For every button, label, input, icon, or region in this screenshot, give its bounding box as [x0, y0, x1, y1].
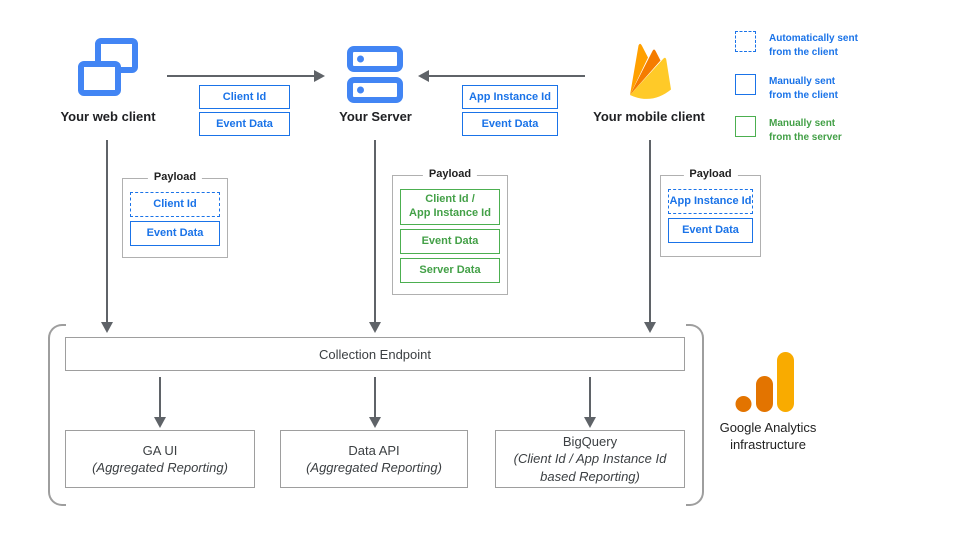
legend-label: Automatically sent from the client [769, 31, 858, 59]
legend-label: Manually sent from the server [769, 116, 842, 144]
server-led-icon [357, 86, 364, 94]
payload-server: Payload Client Id / App Instance Id Even… [392, 168, 508, 295]
arrowhead-down-icon [101, 322, 113, 333]
arrow-endpoint-to-dataapi [374, 377, 376, 418]
arrow-mobile-down [649, 140, 651, 323]
legend-solid-green-box-icon [735, 116, 756, 137]
param-event-data: Event Data [199, 112, 290, 136]
payload-item-event-data: Event Data [130, 221, 220, 246]
firebase-icon [630, 43, 671, 99]
legend-item-manual-client: Manually sent from the client [735, 74, 838, 102]
params-web-to-server: Client Id Event Data [199, 85, 290, 139]
server-label: Your Server [339, 109, 412, 124]
arrow-web-down [106, 140, 108, 323]
param-client-id: Client Id [199, 85, 290, 109]
legend-label-line2: from the client [769, 89, 838, 101]
arrowhead-down-icon [369, 417, 381, 428]
output-box-data-api: Data API (Aggregated Reporting) [280, 430, 468, 488]
payload-item-client-or-app-id: Client Id / App Instance Id [400, 189, 500, 225]
arrow-endpoint-to-bigquery [589, 377, 591, 418]
param-event-data: Event Data [462, 112, 558, 136]
infrastructure-bracket-left [48, 324, 66, 506]
web-client-label: Your web client [60, 109, 156, 124]
output-title: GA UI [142, 442, 178, 458]
server-led-icon [357, 55, 364, 63]
window-front-shape [78, 61, 121, 96]
server-unit-top [347, 46, 403, 72]
payload-item-client-id: Client Id [130, 192, 220, 217]
output-title: Data API [348, 442, 400, 458]
arrowhead-left-icon [418, 70, 429, 82]
payload-title: Payload [422, 168, 478, 180]
google-analytics-icon [735, 352, 794, 412]
arrow-server-down [374, 140, 376, 323]
output-subtitle: (Aggregated Reporting) [92, 460, 228, 475]
legend-label-line1: Manually sent [769, 76, 836, 87]
payload-item-app-instance-id: App Instance Id [668, 189, 753, 214]
payload-title: Payload [147, 171, 203, 183]
payload-item-line2: App Instance Id [409, 207, 491, 219]
legend-label-line1: Manually sent [769, 118, 836, 129]
output-subtitle-line2: based Reporting) [540, 468, 640, 484]
mobile-client-label: Your mobile client [593, 109, 705, 124]
collection-endpoint-box: Collection Endpoint [65, 337, 685, 371]
arrowhead-down-icon [584, 417, 596, 428]
output-subtitle: (Aggregated Reporting) [306, 460, 442, 475]
legend-label: Manually sent from the client [769, 74, 838, 102]
legend-dashed-blue-box-icon [735, 31, 756, 52]
legend-label-line2: from the client [769, 46, 838, 58]
legend-label-line2: from the server [769, 131, 842, 143]
infrastructure-label: Google Analytics infrastructure [698, 420, 838, 454]
payload-web: Payload Client Id Event Data [122, 171, 228, 258]
server-icon [347, 46, 403, 104]
payload-item-line1: Client Id / [425, 193, 475, 206]
infrastructure-label-line1: Google Analytics [719, 420, 817, 435]
legend-label-line1: Automatically sent [769, 33, 858, 44]
payload-item-event-data: Event Data [400, 229, 500, 254]
arrow-web-to-server [167, 75, 316, 77]
output-box-bigquery: BigQuery (Client Id / App Instance Id ba… [495, 430, 685, 488]
legend-item-auto-client: Automatically sent from the client [735, 31, 858, 59]
arrowhead-down-icon [154, 417, 166, 428]
param-app-instance-id: App Instance Id [462, 85, 558, 109]
arrow-endpoint-to-gaui [159, 377, 161, 418]
infrastructure-label-line2: infrastructure [730, 436, 806, 452]
web-client-icon [78, 38, 140, 100]
arrowhead-down-icon [369, 322, 381, 333]
arrowhead-down-icon [644, 322, 656, 333]
payload-title: Payload [683, 168, 738, 180]
payload-item-event-data: Event Data [668, 218, 753, 243]
payload-item-server-data: Server Data [400, 258, 500, 283]
payload-mobile: Payload App Instance Id Event Data [660, 168, 761, 257]
infrastructure-bracket-right [686, 324, 704, 506]
legend-solid-blue-box-icon [735, 74, 756, 95]
server-unit-bottom [347, 77, 403, 103]
output-title: BigQuery [562, 434, 618, 450]
output-subtitle-line1: (Client Id / App Instance Id [513, 451, 667, 467]
arrowhead-right-icon [314, 70, 325, 82]
legend-item-manual-server: Manually sent from the server [735, 116, 842, 144]
arrow-mobile-to-server [429, 75, 585, 77]
output-box-ga-ui: GA UI (Aggregated Reporting) [65, 430, 255, 488]
params-mobile-to-server: App Instance Id Event Data [462, 85, 558, 139]
